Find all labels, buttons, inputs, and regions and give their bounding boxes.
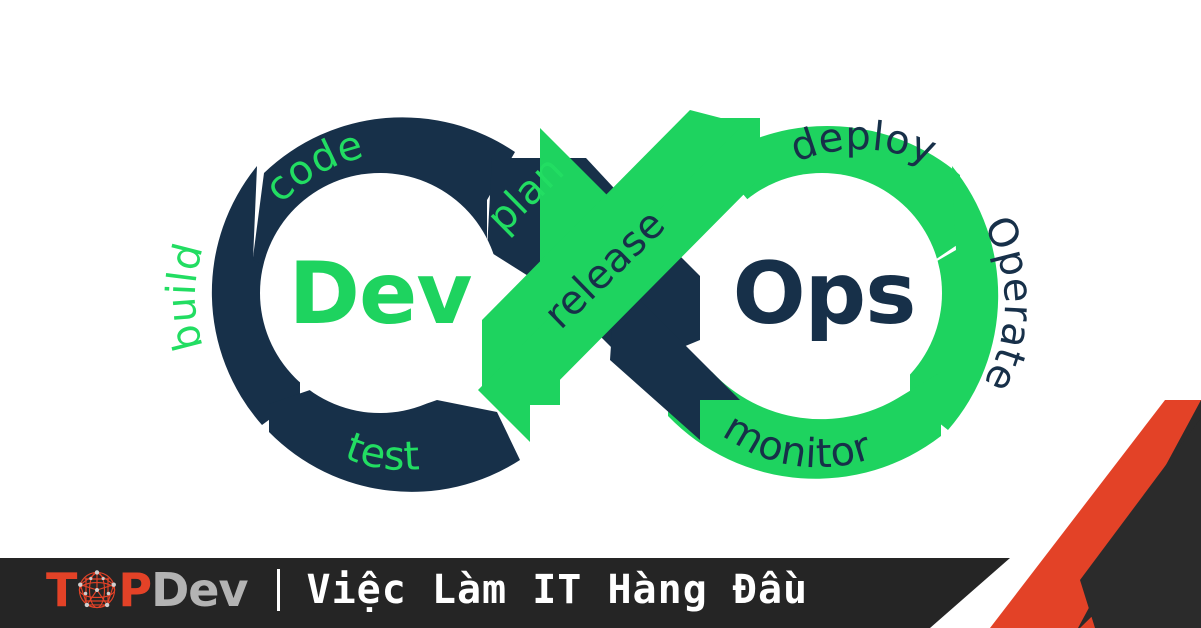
segment-label-build: build [158,238,212,355]
bottom-banner: T [0,552,1201,628]
network-sphere-icon [75,568,119,612]
segment-release-band-shape [482,110,744,388]
segment-test-shape [269,390,520,492]
segment-build-shape [211,166,300,425]
corner-dark-chevron-fill [1080,418,1201,628]
dev-inner-circle [260,173,500,413]
segment-release-shape [540,118,760,400]
banner-tagline: Việc Làm IT Hàng Đầu [306,567,809,613]
corner-decoration [990,400,1201,628]
segment-operate-shape [910,166,999,430]
logo-letter-t: T [46,563,77,617]
release-arrow-head-navy [610,300,740,440]
logo-letter-p: P [118,563,152,617]
release-arrow-head-green [478,307,560,442]
logo-word-dev: Dev [151,563,248,617]
banner-content: T [0,552,808,628]
ops-inner-circle [702,173,942,413]
banner-background [0,558,1010,628]
banner-divider [277,569,281,611]
topdev-logo[interactable]: T [46,563,248,617]
dev-center-label: Dev [289,244,472,344]
segment-label-monitor: monitor [716,404,877,477]
segment-monitor-shape [668,352,941,479]
ops-center-label: Ops [733,244,916,344]
banner-dark-bar [0,558,1010,628]
